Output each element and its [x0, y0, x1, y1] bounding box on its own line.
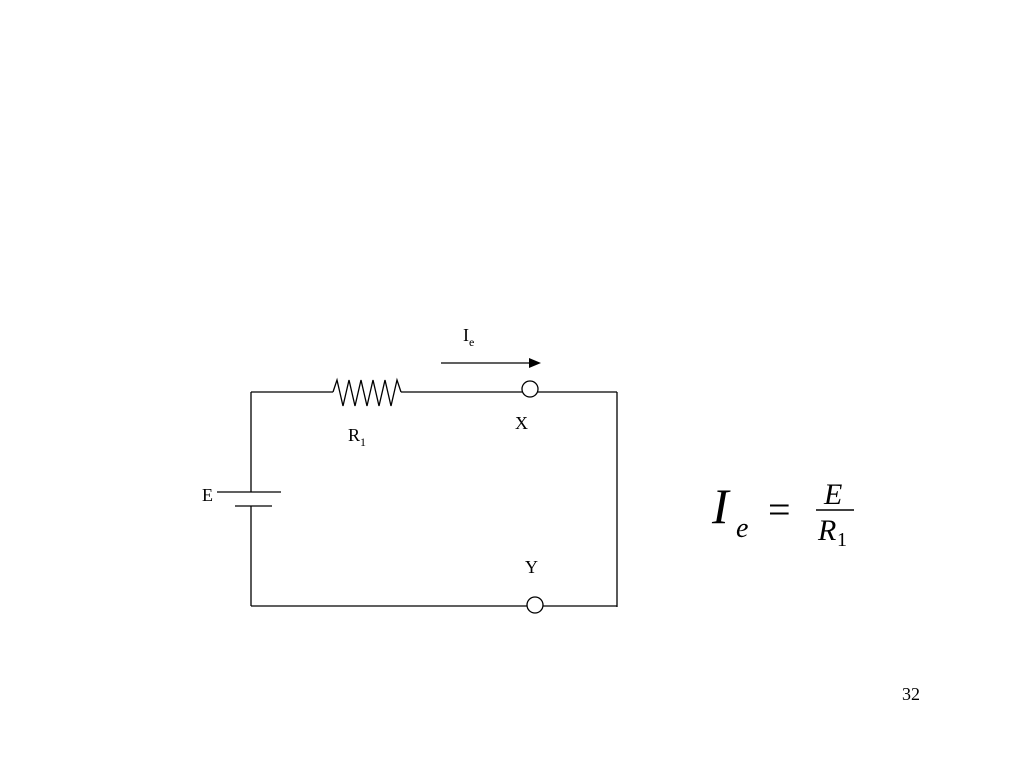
resistor-label-subscript: 1: [360, 435, 366, 449]
resistor-r1: [332, 377, 402, 407]
terminal-x: [521, 380, 539, 398]
equation-lhs-subscript: e: [736, 513, 748, 544]
equation-equals: =: [768, 487, 791, 532]
circuit-wires: [250, 391, 618, 607]
current-arrow-head: [529, 358, 541, 368]
current-label-subscript: e: [469, 335, 474, 349]
battery-source: [217, 491, 281, 507]
current-label: Ie: [463, 325, 474, 349]
page-number: 32: [902, 684, 920, 704]
equation-denominator: R: [817, 514, 836, 547]
current-arrow: [441, 358, 541, 368]
source-label: E: [202, 485, 213, 505]
terminal-y: [526, 596, 544, 614]
equation-numerator: E: [823, 478, 842, 511]
equation-denominator-subscript: 1: [837, 529, 847, 551]
ohms-law-equation: I e = E R 1: [711, 478, 854, 551]
terminal-x-label: X: [515, 413, 528, 433]
terminal-y-label: Y: [525, 557, 538, 577]
equation-lhs: I: [711, 478, 731, 534]
resistor-label: R1: [348, 425, 366, 449]
